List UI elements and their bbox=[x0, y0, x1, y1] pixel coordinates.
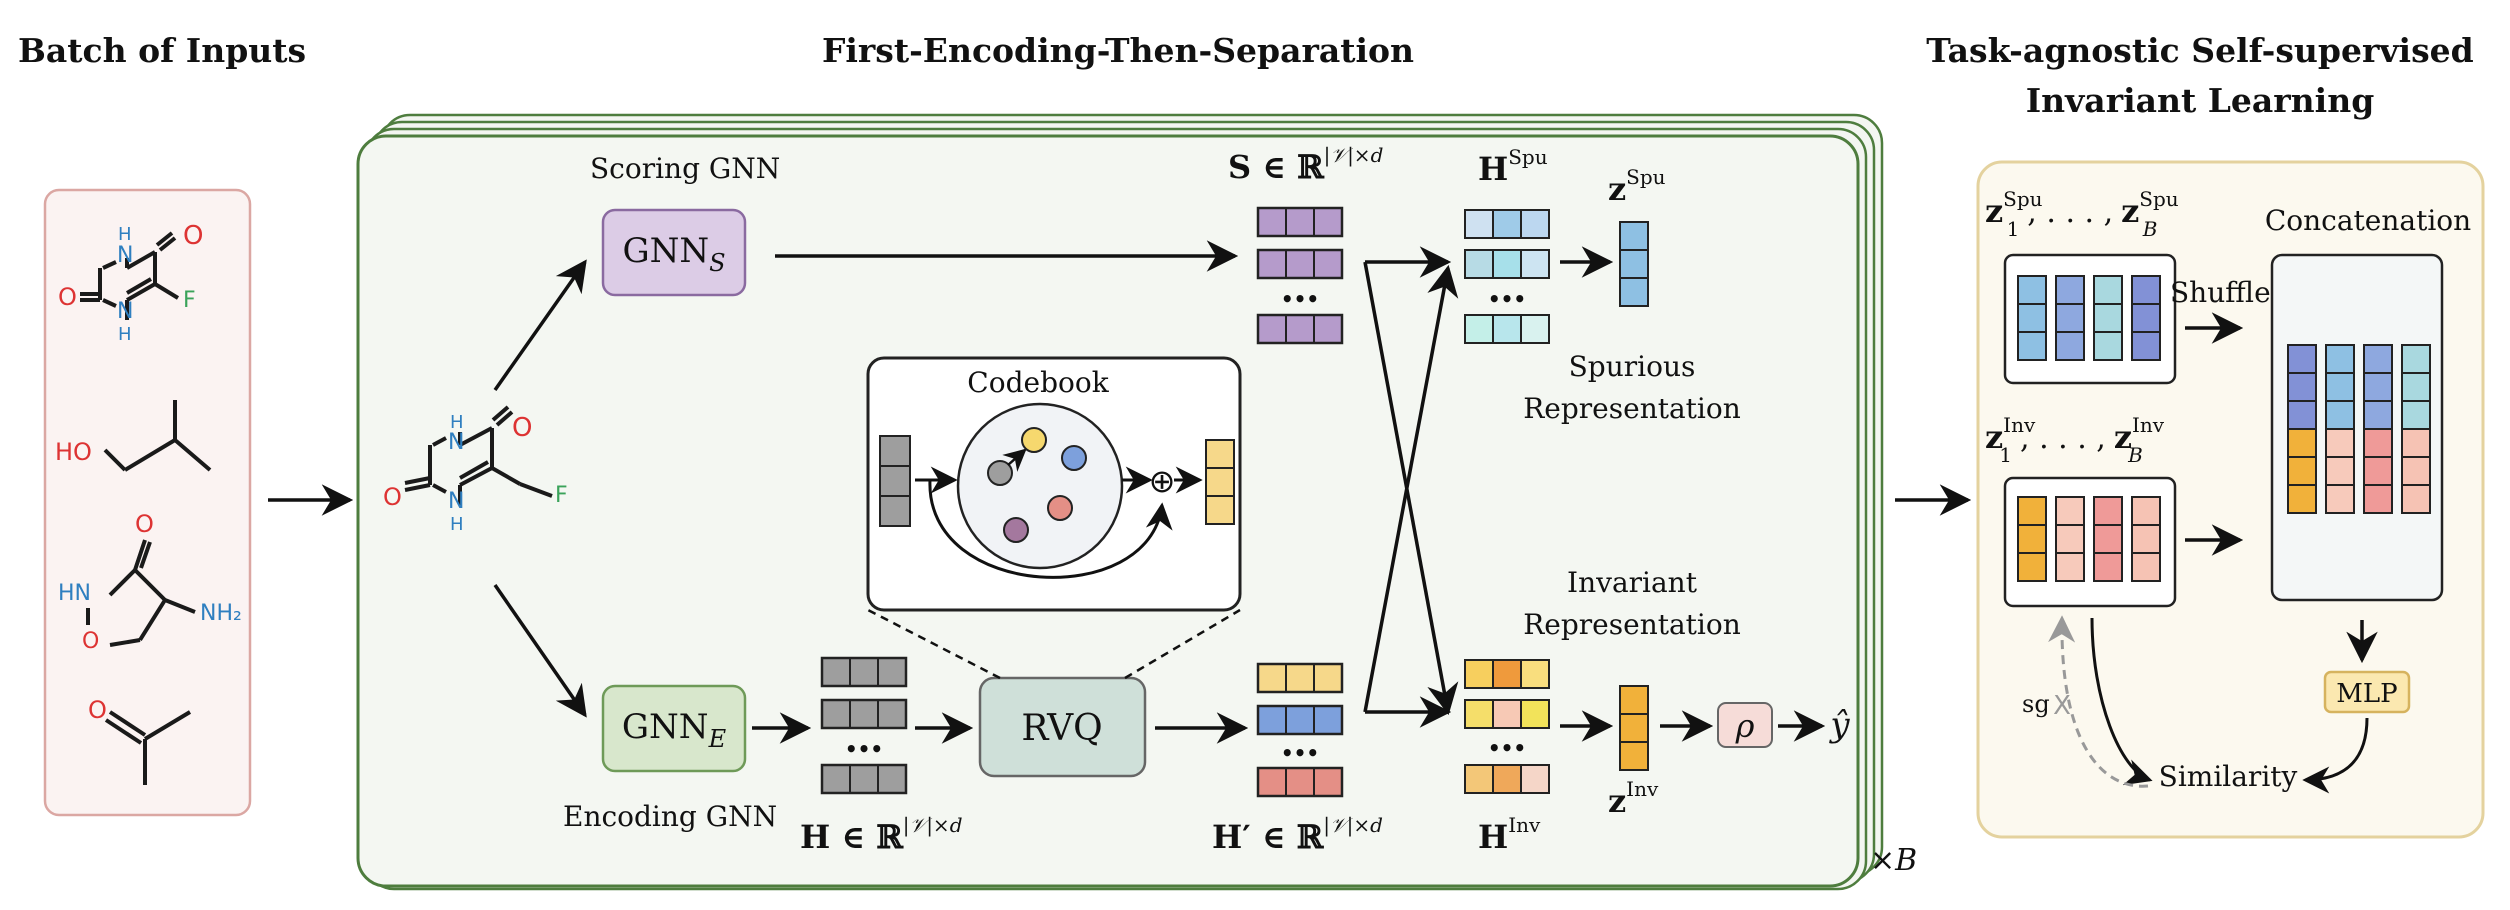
codebook-entry-yellow bbox=[1021, 427, 1047, 453]
rho-label: ρ bbox=[1735, 707, 1755, 745]
scoring-label: Scoring GNN bbox=[590, 152, 780, 185]
m1-h-top: H bbox=[118, 224, 132, 245]
shuffle-label: Shuffle bbox=[2170, 276, 2271, 309]
concatenated-vectors bbox=[2287, 344, 2431, 514]
hinv-matrix bbox=[1464, 659, 1550, 794]
codebook-entry-purple bbox=[1003, 517, 1029, 543]
arrow-mlp-to-similarity bbox=[2302, 717, 2369, 794]
mlp-label: MLP bbox=[2336, 679, 2397, 709]
encoding-gnn-text: GNNE bbox=[622, 707, 727, 753]
sg-label: sg bbox=[2022, 690, 2050, 718]
molecule-2 bbox=[103, 400, 212, 472]
hprime-matrix-label: H′ ∈ ℝ|𝒱|×d bbox=[1212, 813, 1383, 856]
codebook-entry-red bbox=[1047, 495, 1073, 521]
rho-node bbox=[1717, 702, 1773, 748]
header-right-line2: Invariant Learning bbox=[2026, 81, 2375, 120]
center-o-top: O bbox=[512, 413, 532, 443]
hspu-label: HSpu bbox=[1478, 145, 1548, 188]
central-molecule bbox=[404, 405, 521, 505]
h-matrix bbox=[820, 656, 908, 795]
center-h-top: H bbox=[450, 412, 464, 433]
codebook-oplus: ⊕ bbox=[1149, 462, 1176, 500]
zinv-vector bbox=[1619, 685, 1649, 771]
m3-hn: HN bbox=[58, 581, 91, 606]
inv-batch-vectors bbox=[2017, 496, 2161, 582]
codebook-input-vector bbox=[879, 435, 911, 527]
zinv-label: zInv bbox=[1608, 777, 1659, 820]
similarity-label: Similarity bbox=[2159, 760, 2298, 793]
molecule-1-ring bbox=[102, 260, 117, 308]
arrow-inv-to-similarity bbox=[2090, 617, 2153, 786]
zspu-label: zSpu bbox=[1608, 165, 1666, 208]
center-n-top: N bbox=[448, 430, 464, 455]
m4-o: O bbox=[88, 696, 107, 724]
header-batch: Batch of Inputs bbox=[18, 31, 306, 70]
m3-o-ring: O bbox=[82, 629, 99, 654]
rvq-node bbox=[978, 676, 1147, 778]
concatenation-label: Concatenation bbox=[2265, 204, 2471, 237]
arrow-to-scoring bbox=[493, 259, 587, 392]
m2-ho: HO bbox=[55, 438, 92, 466]
spurious-line1: Spurious bbox=[1569, 350, 1696, 383]
center-f-bond bbox=[519, 482, 553, 498]
times-b-label: ×B bbox=[1870, 843, 1917, 878]
codebook-residual-curve bbox=[928, 479, 1173, 579]
codebook-title: Codebook bbox=[967, 366, 1109, 399]
center-n-bottom: N bbox=[448, 489, 464, 514]
codebook-entry-arrow bbox=[1002, 448, 1027, 472]
center-o-left: O bbox=[383, 483, 402, 511]
arrow-hprime-to-hspu bbox=[1363, 264, 1459, 713]
codebook-circle bbox=[956, 402, 1124, 570]
sg-cross-icon: X bbox=[2053, 691, 2071, 721]
m3-o: O bbox=[135, 510, 154, 538]
mlp-node bbox=[2323, 670, 2411, 714]
hspu-dots: ••• bbox=[1488, 287, 1526, 311]
spurious-line2: Representation bbox=[1523, 392, 1741, 425]
s-matrix-dots: ••• bbox=[1281, 287, 1319, 311]
m1-o-left: O bbox=[58, 283, 77, 311]
hinv-dots: ••• bbox=[1488, 736, 1526, 760]
center-h-bottom: H bbox=[450, 514, 464, 535]
h-matrix-dots: ••• bbox=[845, 737, 883, 761]
scoring-gnn-node bbox=[601, 208, 747, 297]
m1-n-bottom: N bbox=[117, 299, 133, 324]
center-f: F bbox=[555, 483, 568, 508]
codebook-output-vector bbox=[1205, 439, 1235, 525]
m1-h-bottom: H bbox=[118, 324, 132, 345]
m1-o-top: O bbox=[183, 221, 203, 251]
s-matrix bbox=[1256, 206, 1344, 345]
hinv-label: HInv bbox=[1478, 813, 1541, 856]
rvq-label: RVQ bbox=[1021, 708, 1102, 749]
m1-f: F bbox=[183, 288, 196, 313]
encoding-gnn-node bbox=[601, 684, 747, 773]
stop-gradient-path bbox=[2048, 615, 2149, 788]
arrow-to-encoding bbox=[493, 584, 587, 718]
spu-batch-vectors bbox=[2017, 275, 2161, 361]
h-matrix-label: H ∈ ℝ|𝒱|×d bbox=[800, 813, 963, 856]
header-middle: First-Encoding-Then-Separation bbox=[822, 31, 1414, 70]
invariant-line1: Invariant bbox=[1567, 566, 1698, 599]
scoring-gnn-text: GNNS bbox=[622, 231, 725, 277]
molecule-4 bbox=[104, 710, 192, 785]
molecule-3 bbox=[86, 539, 196, 647]
rvq-codebook-dash-left bbox=[867, 608, 1001, 680]
zspu-vector bbox=[1619, 221, 1649, 307]
hprime-matrix-dots: ••• bbox=[1281, 741, 1319, 765]
yhat-label: ŷ bbox=[1828, 705, 1850, 745]
hprime-matrix bbox=[1256, 662, 1344, 798]
m3-nh2: NH₂ bbox=[200, 601, 242, 626]
s-matrix-label: S ∈ ℝ|𝒱|×d bbox=[1228, 143, 1383, 186]
batch-panel bbox=[43, 188, 252, 817]
header-right-line1: Task-agnostic Self-supervised bbox=[1926, 31, 2473, 70]
molecule-1 bbox=[80, 231, 180, 320]
codebook-entry-blue bbox=[1061, 445, 1087, 471]
encoding-label: Encoding GNN bbox=[563, 800, 777, 833]
m1-n-top: N bbox=[117, 243, 133, 268]
invariant-line2: Representation bbox=[1523, 608, 1741, 641]
hspu-matrix bbox=[1464, 209, 1550, 344]
